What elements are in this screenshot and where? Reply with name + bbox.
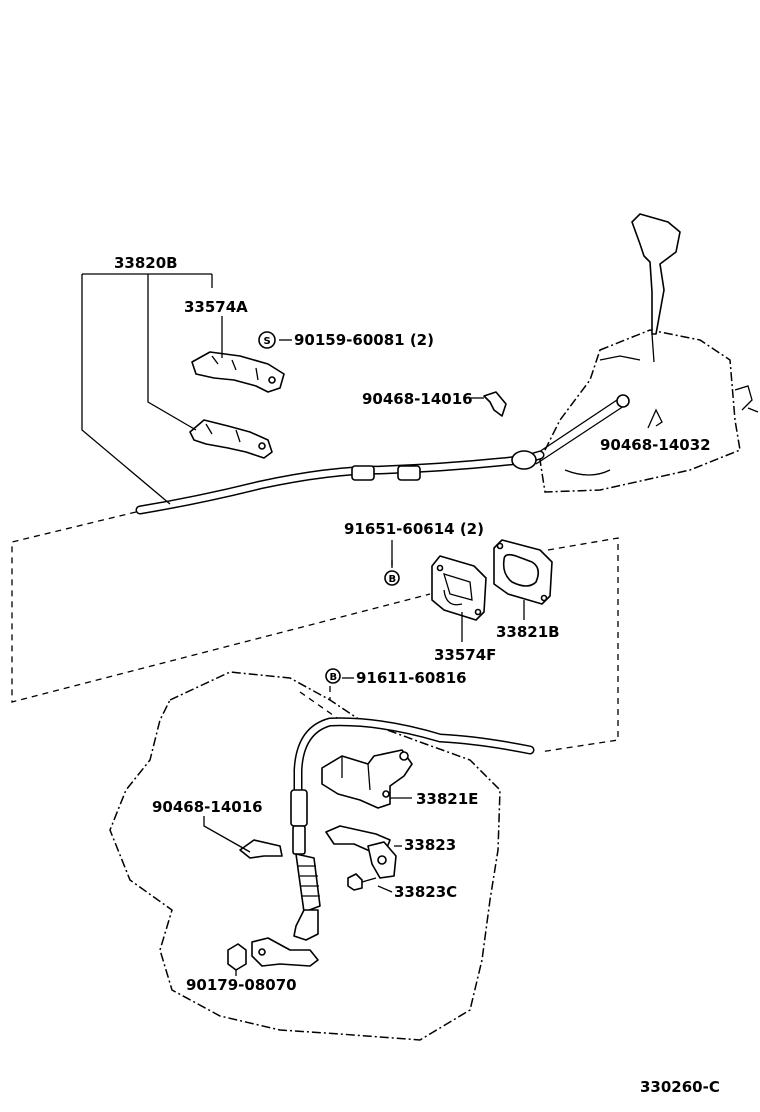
label-bolt-case: 91611-60816 [356,669,467,687]
plate-b-icon [493,539,553,605]
shifter-rod [529,394,630,465]
label-clip-shifter: 90468-14032 [600,436,711,454]
leader-lever-bolt [377,885,393,893]
s-mark-icon: S [258,331,276,349]
shift-cable-lower [290,717,535,941]
label-nut-lower: 90179-08070 [186,976,297,994]
label-clip-upper: 90468-14016 [362,390,473,408]
label-bracket-case: 33821E [416,790,478,808]
b-mark-case-icon: B [325,668,341,684]
bracket-case-icon [321,749,413,809]
b-mark-plate-icon: B [384,570,400,586]
clip-upper-icon [483,391,507,417]
plate-a-icon [431,555,487,621]
leader-clip-lower [203,816,251,853]
bracket-lower-upper-icon [189,419,273,459]
label-cable-assy: 33820B [114,254,178,272]
label-clip-lower: 90468-14016 [152,798,263,816]
clip-lower-icon [239,839,283,859]
label-plate-a: 33574F [434,646,496,664]
label-bracket-upper: 33574A [184,298,248,316]
lever-bolt-icon [347,873,377,891]
nut-lower-icon [227,943,247,971]
label-nut-upper: 90159-60081 (2) [294,331,434,349]
label-plate-b: 33821B [496,623,560,641]
bracket-upper-icon [191,351,285,393]
shift-cable-upper [135,450,545,515]
svg-text:B: B [389,574,397,585]
clip-shifter-icon [647,408,663,429]
svg-text:S: S [264,336,271,347]
svg-text:B: B [330,672,338,683]
lower-lever-icon [251,937,319,967]
lever-icon [325,825,397,879]
shift-lever-housing [539,213,759,493]
label-lever: 33823 [404,836,456,854]
leader-cable-assy [81,273,213,505]
label-bolt-plate: 91651-60614 (2) [344,520,484,538]
label-diagram-code: 330260-C [640,1078,720,1096]
label-lever-bolt: 33823C [394,883,457,901]
